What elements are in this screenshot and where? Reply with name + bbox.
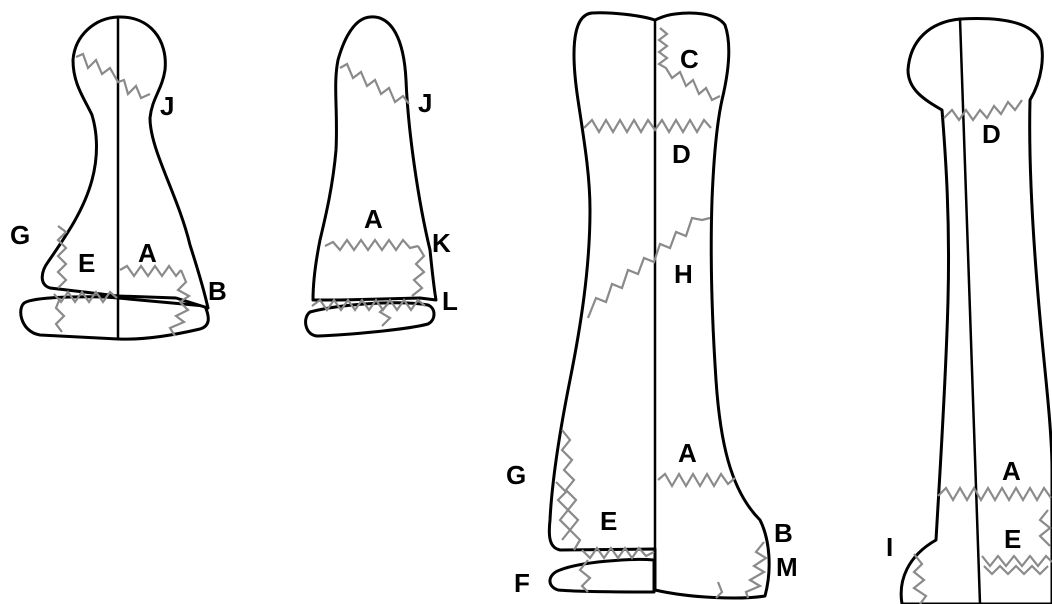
- label-D: D: [672, 139, 691, 169]
- label-G: G: [10, 220, 30, 250]
- label-A: A: [364, 204, 383, 234]
- long-bone-front-figure: C D H A G E B M F: [506, 13, 798, 598]
- label-J: J: [418, 88, 432, 118]
- label-E: E: [600, 506, 617, 536]
- label-A: A: [138, 238, 157, 268]
- label-E: E: [78, 248, 95, 278]
- label-A: A: [1002, 456, 1021, 486]
- label-D: D: [982, 119, 1001, 149]
- long-bone-front-base-outline: [550, 559, 654, 592]
- label-F: F: [514, 568, 530, 598]
- label-H: H: [674, 259, 693, 289]
- label-B: B: [208, 276, 227, 306]
- phalanx-side-figure: J A K L: [306, 17, 458, 336]
- label-E: E: [1004, 524, 1021, 554]
- label-L: L: [442, 286, 458, 316]
- label-B: B: [774, 518, 793, 548]
- label-I: I: [886, 532, 893, 562]
- long-bone-front-body-outline: [549, 13, 769, 598]
- phalanx-side-body-outline: [313, 17, 436, 300]
- label-C: C: [680, 44, 699, 74]
- label-A: A: [678, 438, 697, 468]
- label-K: K: [432, 228, 451, 258]
- long-bone-side-figure: D A I E: [886, 18, 1052, 604]
- label-M: M: [776, 552, 798, 582]
- phalanx-front-figure: J G E A B: [10, 17, 227, 339]
- label-G: G: [506, 460, 526, 490]
- label-J: J: [160, 91, 174, 121]
